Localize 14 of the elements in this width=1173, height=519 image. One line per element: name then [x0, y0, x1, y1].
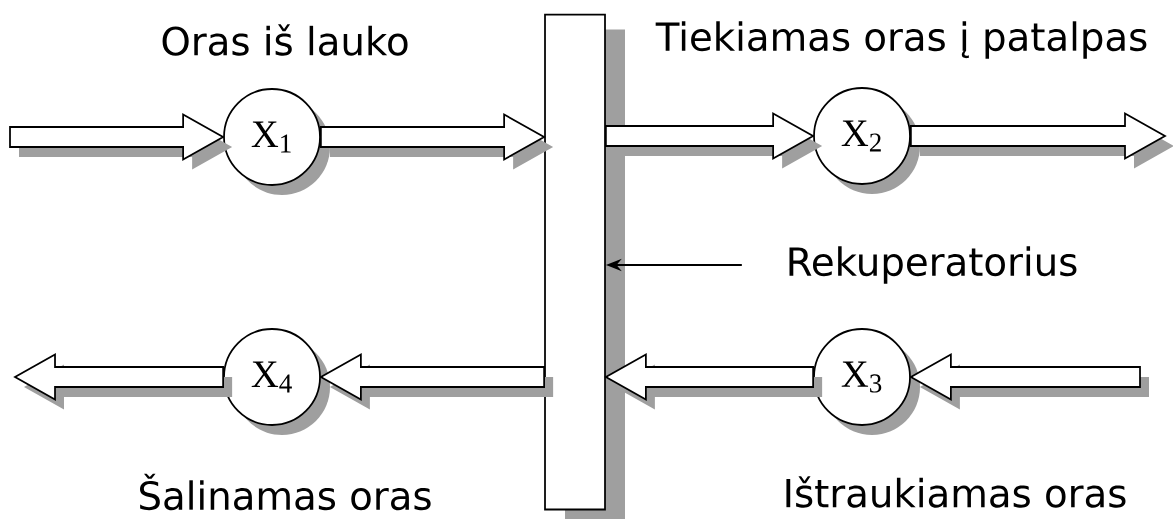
block-arrow — [9, 113, 233, 170]
heat-exchanger-bar — [544, 13, 625, 519]
heading: Šalinamas oras — [140, 473, 431, 511]
block-arrow — [604, 353, 823, 410]
block-arrow — [319, 353, 554, 410]
component-label: Rekuperatorius — [789, 246, 1077, 284]
heading: Ištraukiamas oras — [786, 476, 1126, 508]
heading: Tiekiamas oras į patalpas — [655, 21, 1147, 59]
block-arrow — [320, 113, 554, 170]
block-arrow — [909, 353, 1149, 410]
block-arrow — [13, 353, 233, 410]
block-arrow — [605, 112, 823, 169]
block-arrow — [910, 112, 1173, 169]
heading: Oras iš lauko — [162, 24, 408, 56]
